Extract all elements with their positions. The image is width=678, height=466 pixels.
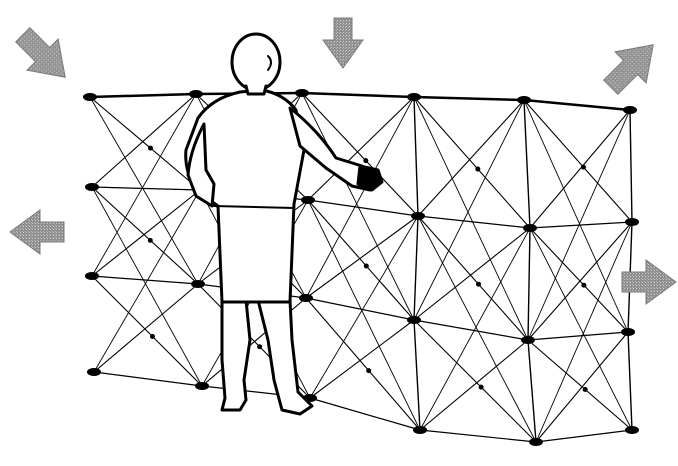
truss-top-chord: [302, 93, 414, 97]
truss-vertical: [528, 228, 530, 340]
truss-hub: [189, 90, 203, 98]
truss-hinge: [581, 165, 586, 170]
truss-top-chord: [414, 97, 524, 100]
truss-hub: [83, 93, 97, 101]
truss-hub: [413, 426, 427, 434]
truss-diagonal: [92, 276, 202, 386]
truss-strut: [94, 372, 202, 386]
truss-hub: [529, 438, 543, 446]
truss-long-diagonal: [536, 222, 632, 442]
truss-vertical: [630, 110, 632, 222]
truss-vertical: [628, 332, 632, 430]
truss-hub: [411, 212, 425, 220]
truss-strut: [536, 430, 632, 442]
person-neck: [246, 86, 266, 94]
truss-hinge: [583, 387, 588, 392]
truss-diagonal: [524, 100, 632, 222]
truss-diagonal: [94, 284, 198, 372]
truss-diagonal: [528, 222, 632, 340]
truss-long-diagonal: [308, 200, 420, 430]
person-left-leg: [222, 300, 250, 410]
truss-strut: [308, 200, 418, 216]
truss-long-diagonal: [528, 110, 630, 340]
truss-long-diagonal: [306, 97, 414, 298]
truss-hub: [625, 426, 639, 434]
truss-diagonal: [92, 190, 200, 276]
truss-hinge: [364, 264, 369, 269]
truss-hub: [517, 96, 531, 104]
truss-hub: [87, 368, 101, 376]
truss-hinge: [479, 385, 484, 390]
truss-diagonal: [536, 332, 628, 442]
truss-strut: [418, 216, 530, 228]
truss-hub: [407, 93, 421, 101]
truss-strut: [420, 430, 536, 442]
truss-frame: [83, 89, 639, 446]
truss-top-chord: [524, 100, 630, 110]
truss-long-diagonal: [530, 228, 632, 430]
truss-hub: [623, 106, 637, 114]
truss-hub: [85, 272, 99, 280]
truss-vertical: [524, 100, 530, 228]
truss-hub: [625, 218, 639, 226]
person-right-leg: [258, 300, 312, 414]
truss-hub: [621, 328, 635, 336]
truss-long-diagonal: [414, 97, 528, 340]
truss-hub: [299, 294, 313, 302]
truss-hinge: [148, 238, 153, 243]
truss-top-chord: [90, 94, 196, 97]
truss-hinge: [257, 344, 262, 349]
truss-hinge: [476, 282, 481, 287]
truss-long-diagonal: [90, 97, 198, 284]
truss-hinge: [148, 146, 153, 151]
truss-vertical: [528, 340, 536, 442]
truss-hinge: [363, 158, 368, 163]
truss-strut: [92, 187, 200, 190]
truss-hinge: [150, 334, 155, 339]
truss-strut: [528, 332, 628, 340]
arrow-left-icon: [10, 210, 64, 254]
arrow-up-right-icon: [595, 29, 669, 103]
truss-hub: [195, 382, 209, 390]
arrow-up-icon: [323, 18, 363, 68]
person-figure: [186, 34, 382, 414]
truss-hub: [407, 316, 421, 324]
truss-strut: [310, 398, 420, 430]
truss-hub: [523, 224, 537, 232]
truss-hinge: [475, 167, 480, 172]
person-hand: [358, 166, 382, 190]
truss-long-diagonal: [92, 187, 202, 386]
truss-long-diagonal: [92, 94, 196, 276]
truss-diagonal: [420, 340, 528, 430]
truss-vertical: [414, 97, 418, 216]
truss-hub: [295, 89, 309, 97]
truss-diagonal: [530, 110, 630, 228]
truss-hinge: [581, 283, 586, 288]
truss-diagonal: [414, 97, 530, 228]
arrow-up-left-icon: [7, 19, 81, 93]
truss-long-diagonal: [302, 93, 414, 320]
truss-hinge: [366, 368, 371, 373]
truss-diagonal: [306, 216, 418, 298]
truss-diagonal: [418, 100, 524, 216]
truss-hub: [191, 280, 205, 288]
truss-hub: [301, 196, 315, 204]
truss-long-diagonal: [94, 190, 200, 372]
truss-diagonal: [528, 340, 632, 430]
truss-vertical: [414, 320, 420, 430]
truss-diagonal: [92, 187, 198, 284]
truss-vertical: [414, 216, 418, 320]
person-head: [232, 34, 280, 90]
truss-hub: [521, 336, 535, 344]
truss-hub: [85, 183, 99, 191]
truss-diagonal: [90, 97, 200, 190]
